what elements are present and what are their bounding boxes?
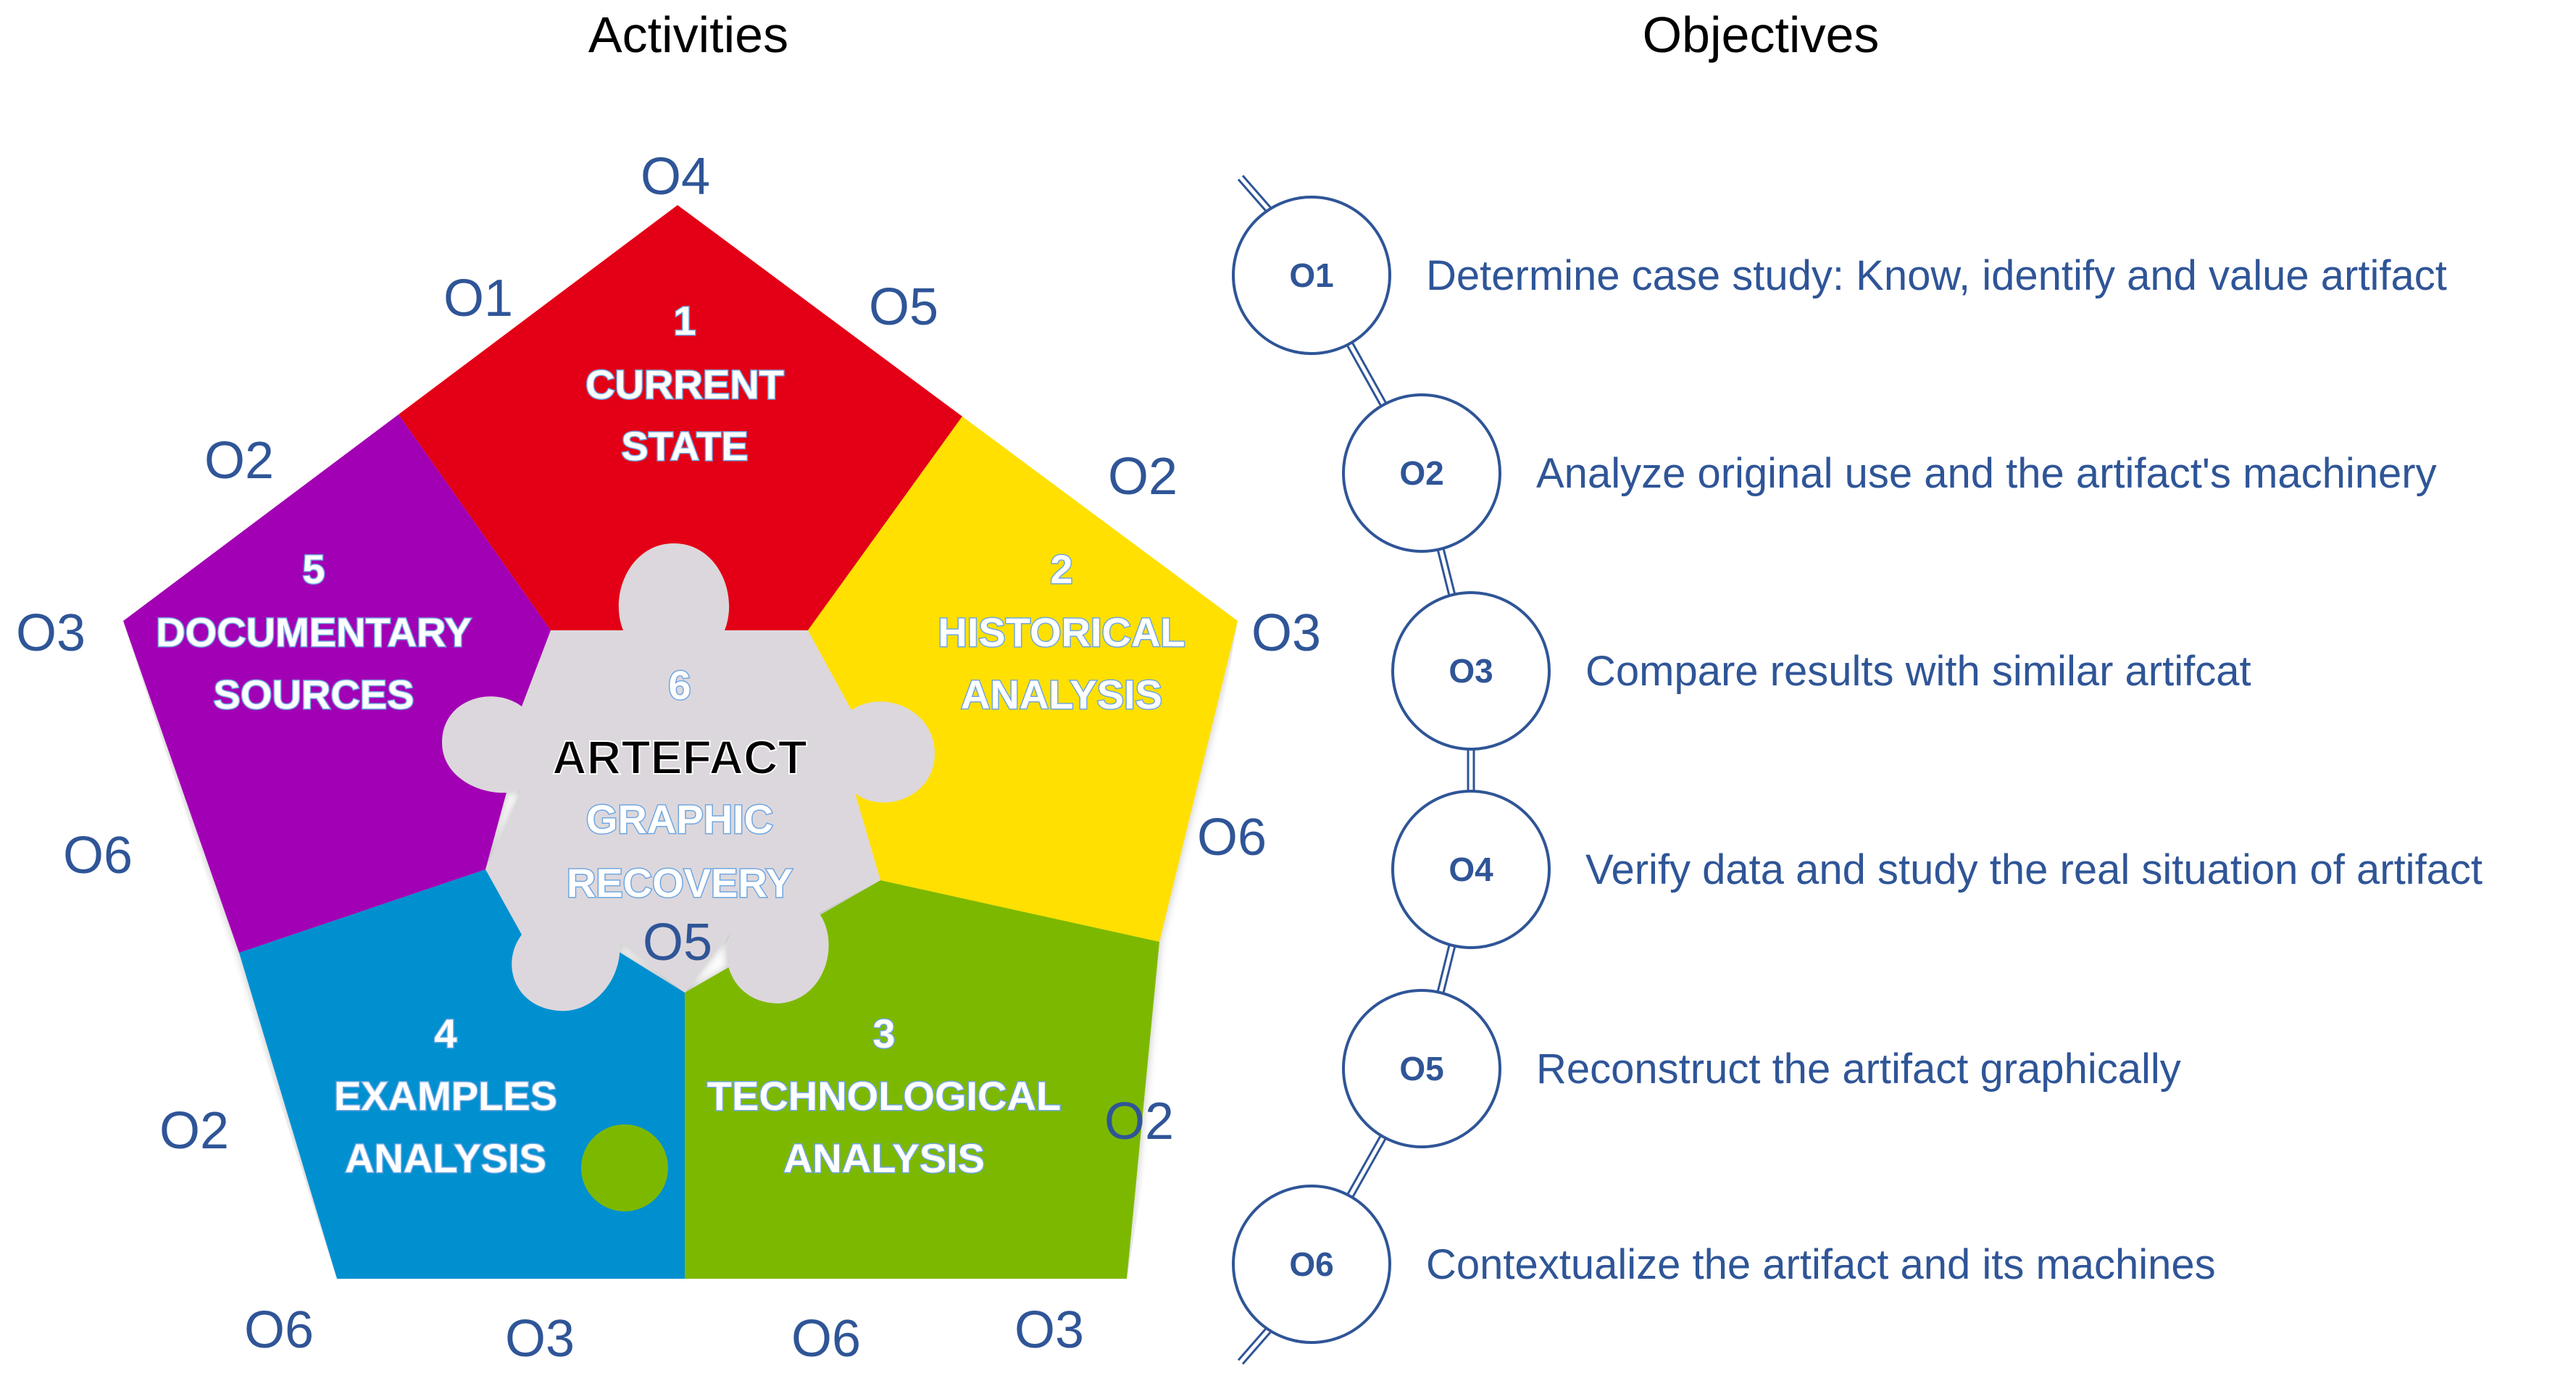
chain-connector xyxy=(1351,341,1388,404)
outer-labels: O4 O1 O5 O2 O2 O3 O3 O6 O6 O5 O2 O2 O6 O… xyxy=(16,148,1321,1368)
label-documentary-num: 5 xyxy=(302,546,325,592)
objective-node xyxy=(1391,790,1551,949)
knob-current-into-documentary xyxy=(489,440,569,519)
label-artefact-num: 6 xyxy=(668,662,691,708)
objective-node xyxy=(1232,1185,1391,1344)
objective-code: O4 xyxy=(1449,851,1493,888)
objective-node xyxy=(1232,196,1391,355)
objective-node xyxy=(1342,393,1501,553)
knob-historical-into-current xyxy=(893,505,977,589)
objective-node xyxy=(1391,591,1551,751)
outer-label-top-right: O5 xyxy=(869,278,938,336)
label-historical-line2: ANALYSIS xyxy=(961,672,1162,717)
outer-label-left-vertex: O3 xyxy=(16,604,86,662)
outer-label-bottom-left-side: O2 xyxy=(159,1102,229,1160)
label-documentary-line1: DOCUMENTARY xyxy=(156,609,472,655)
outer-label-bottom-right-side: O2 xyxy=(1104,1093,1174,1151)
label-current-line1: CURRENT xyxy=(585,362,784,407)
outer-label-top: O4 xyxy=(641,148,710,206)
objective-text: Analyze original use and the artifact's … xyxy=(1536,450,2437,497)
objective-code: O5 xyxy=(1399,1050,1443,1087)
label-technological-line1: TECHNOLOGICAL xyxy=(707,1073,1061,1119)
label-current-line2: STATE xyxy=(621,423,748,469)
objective-node xyxy=(1342,989,1501,1148)
label-artefact-line2: RECOVERY xyxy=(567,860,793,906)
objective-text: Compare results with similar artifcat xyxy=(1585,648,2251,695)
label-artefact-title: ARTEFACT xyxy=(552,730,807,784)
label-examples-line1: EXAMPLES xyxy=(334,1073,557,1119)
label-historical-line1: HISTORICAL xyxy=(938,609,1185,655)
objective-text: Determine case study: Know, identify and… xyxy=(1426,252,2447,299)
chain-connector xyxy=(1442,945,1456,994)
outer-label-left-upper: O2 xyxy=(204,432,274,490)
outer-label-center-bottom: O5 xyxy=(643,914,712,972)
objective-text: Verify data and study the real situation… xyxy=(1585,846,2483,893)
outer-label-top-left: O1 xyxy=(443,270,513,327)
puzzle-pentagon xyxy=(123,205,1238,1279)
label-current-num: 1 xyxy=(673,298,696,343)
objective-code: O3 xyxy=(1449,652,1493,690)
knob-technological-into-examples xyxy=(581,1124,668,1211)
outer-label-bottom-2: O3 xyxy=(505,1310,575,1368)
objective-code: O1 xyxy=(1289,256,1333,294)
outer-label-right-upper: O2 xyxy=(1108,448,1177,506)
chain-connector xyxy=(1436,944,1451,993)
chain-connector xyxy=(1346,344,1383,407)
label-technological-line2: ANALYSIS xyxy=(783,1135,985,1181)
outer-label-left-lower: O6 xyxy=(63,827,133,885)
piece-documentary xyxy=(123,414,551,953)
knob-documentary-into-examples xyxy=(279,808,366,895)
label-documentary-line2: SOURCES xyxy=(214,672,414,717)
chain-connector xyxy=(1346,1135,1382,1195)
outer-label-right-lower: O6 xyxy=(1197,809,1267,867)
piece-artefact xyxy=(442,543,935,1011)
heading-activities: Activities xyxy=(588,7,788,63)
outer-label-bottom-1: O6 xyxy=(244,1301,314,1359)
outer-label-bottom-3: O6 xyxy=(791,1310,861,1368)
outer-label-right-vertex: O3 xyxy=(1251,604,1321,662)
chain-connector xyxy=(1436,549,1451,596)
label-examples-num: 4 xyxy=(434,1011,457,1056)
label-artefact-line1: GRAPHIC xyxy=(586,796,773,842)
objective-text: Reconstruct the artifact graphically xyxy=(1536,1045,2181,1093)
chain-connector xyxy=(1442,548,1456,595)
objectives-list: Determine case study: Know, identify and… xyxy=(1426,252,2483,1288)
label-technological-num: 3 xyxy=(872,1011,895,1056)
piece-labels: 1 CURRENT STATE 2 HISTORICAL ANALYSIS 3 … xyxy=(155,297,1186,1182)
chain-connector xyxy=(1351,1137,1387,1198)
label-historical-num: 2 xyxy=(1050,546,1072,592)
outer-label-bottom-4: O3 xyxy=(1014,1301,1084,1359)
label-examples-line2: ANALYSIS xyxy=(345,1135,546,1181)
knob-technological-into-historical xyxy=(973,922,1063,1012)
heading-objectives: Objectives xyxy=(1643,7,1880,63)
objective-text: Contextualize the artifact and its machi… xyxy=(1426,1241,2216,1288)
objective-code: O2 xyxy=(1399,454,1443,492)
objective-code: O6 xyxy=(1289,1245,1333,1283)
